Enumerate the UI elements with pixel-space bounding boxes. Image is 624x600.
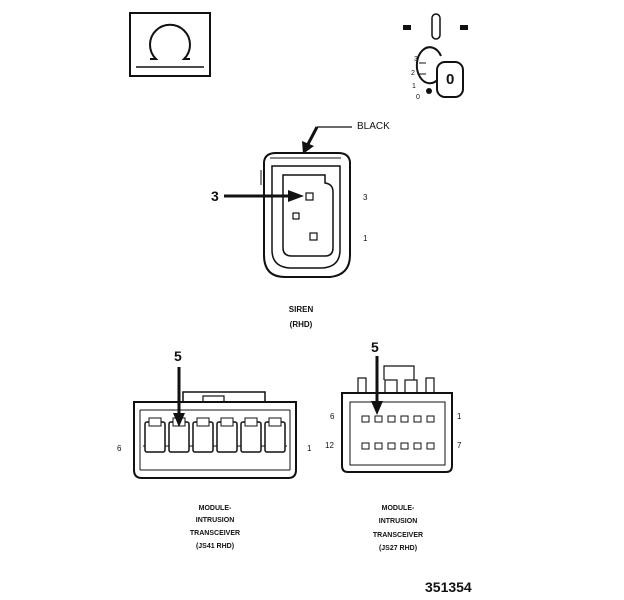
siren-color-label: BLACK xyxy=(357,121,390,132)
js41-pin-label-left: 6 xyxy=(117,444,122,453)
siren-callout-number: 3 xyxy=(211,188,219,204)
js27-pin-label-6: 6 xyxy=(330,412,335,421)
js27-caption-line-4: (JS27 RHD) xyxy=(378,545,418,552)
js27-caption-line-2: INTRUSION xyxy=(378,518,418,525)
siren-pin-arrow xyxy=(224,190,304,202)
js41-pin-label-right: 1 xyxy=(307,444,312,453)
ignition-key-label: 0 xyxy=(446,71,455,88)
js27-pin-label-1: 1 xyxy=(457,412,462,421)
ignition-position-3: 3 xyxy=(414,56,418,63)
siren-pin-1 xyxy=(309,232,318,241)
siren-title: SIREN xyxy=(288,305,314,314)
siren-pin-label-1: 1 xyxy=(363,234,368,243)
ignition-position-1: 1 xyxy=(412,83,416,90)
js27-callout-number: 5 xyxy=(371,339,379,355)
js41-caption-line-2: INTRUSION xyxy=(195,517,235,524)
js27-connector xyxy=(341,356,453,473)
siren-connector xyxy=(260,152,351,278)
js41-caption-line-1: MODULE- xyxy=(198,505,232,512)
siren-pin-2 xyxy=(292,212,300,220)
js27-cavities xyxy=(361,415,435,450)
js41-connector xyxy=(133,367,297,479)
siren-subtitle: (RHD) xyxy=(289,320,313,329)
black-leader-arrow xyxy=(302,126,352,154)
js41-callout-number: 5 xyxy=(174,348,182,364)
js27-caption-line-3: TRANSCEIVER xyxy=(372,532,424,539)
ignition-position-0: 0 xyxy=(416,94,420,101)
js41-caption-line-3: TRANSCEIVER xyxy=(189,530,241,537)
ignition-position-2: 2 xyxy=(411,70,415,77)
ohmmeter-icon xyxy=(129,12,211,77)
siren-pin-3 xyxy=(305,192,314,201)
js27-pin-label-7: 7 xyxy=(457,441,462,450)
js41-caption-line-4: (JS41 RHD) xyxy=(195,543,235,550)
js27-pin-label-12: 12 xyxy=(325,441,334,450)
siren-pin-label-3: 3 xyxy=(363,193,368,202)
figure-number: 351354 xyxy=(425,579,472,595)
js27-caption-line-1: MODULE- xyxy=(381,505,415,512)
ignition-key-icon xyxy=(403,13,468,98)
